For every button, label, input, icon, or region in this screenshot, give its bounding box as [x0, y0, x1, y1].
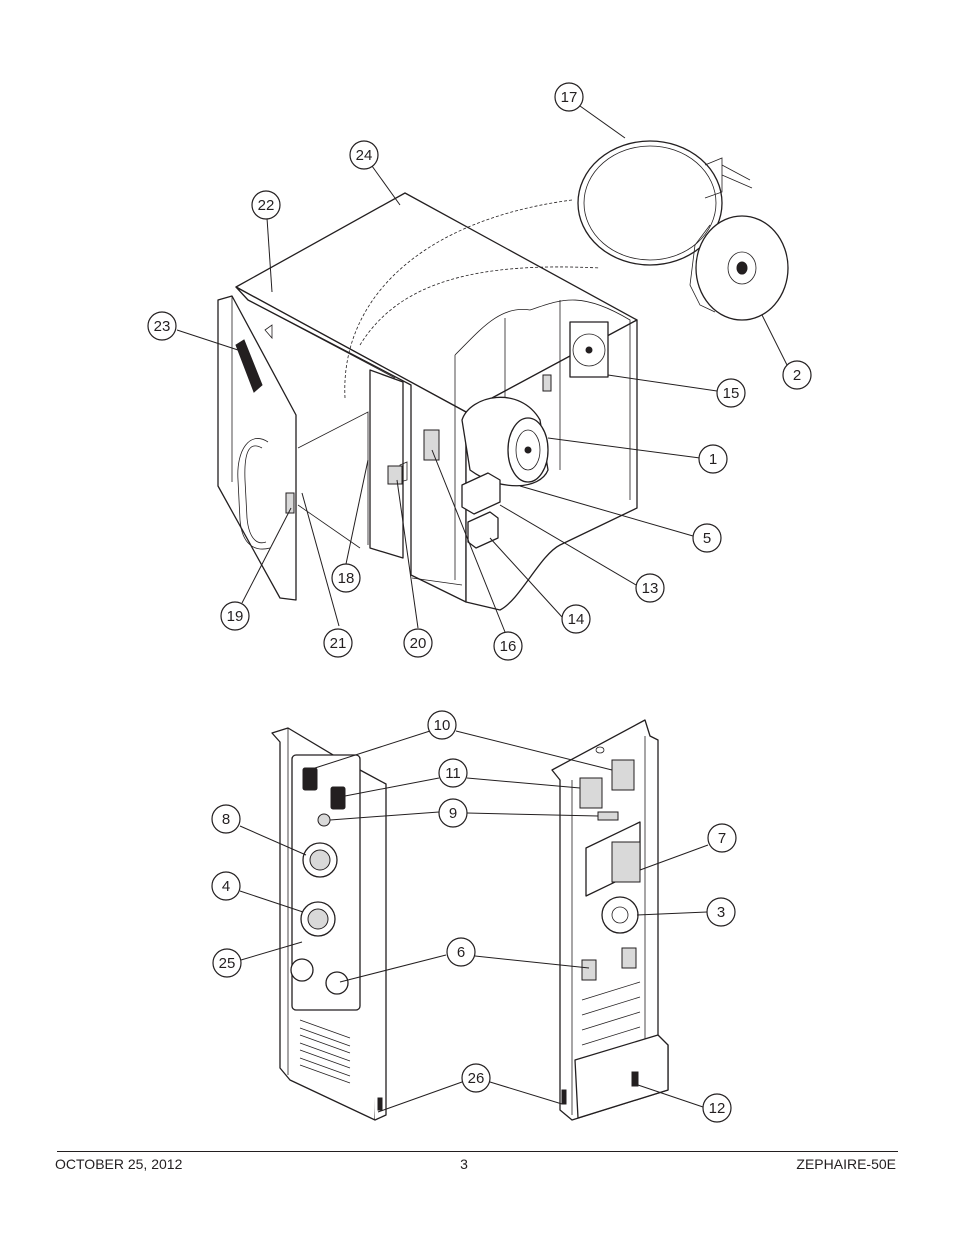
footer-model: ZEPHAIRE-50E [796, 1156, 896, 1172]
rocker-switch-1 [302, 767, 318, 791]
front-control-panel [271, 727, 387, 1121]
interlock [631, 1071, 639, 1087]
callout-4: 4 [211, 871, 241, 901]
callout-11: 11 [438, 758, 468, 788]
rear-switch-1 [611, 759, 635, 791]
oven-door [217, 295, 297, 601]
svg-text:11: 11 [445, 765, 461, 782]
footer-date: OCTOBER 25, 2012 [55, 1156, 183, 1172]
callout-12: 12 [702, 1093, 732, 1123]
door-vent [235, 339, 263, 393]
callout-9: 9 [438, 798, 468, 828]
svg-text:5: 5 [703, 530, 711, 547]
callout-26: 26 [461, 1063, 491, 1093]
door-latch [285, 492, 295, 514]
transformer [611, 841, 641, 883]
button-body-2 [621, 947, 637, 969]
svg-text:17: 17 [561, 89, 578, 106]
footer-page-number: 3 [460, 1156, 468, 1172]
slot-bracket [542, 374, 552, 392]
callout-21: 21 [323, 628, 353, 658]
svg-text:18: 18 [338, 570, 355, 587]
callout-18: 18 [331, 563, 361, 593]
button-body-1 [581, 959, 597, 981]
callout-1: 1 [698, 444, 728, 474]
callout-16: 16 [493, 631, 523, 661]
svg-text:12: 12 [709, 1100, 726, 1117]
callout-8: 8 [211, 804, 241, 834]
svg-text:1: 1 [709, 451, 717, 468]
pilot-light [317, 813, 331, 827]
cooling-fan [569, 321, 609, 378]
svg-text:23: 23 [154, 318, 171, 335]
svg-text:22: 22 [258, 197, 275, 214]
svg-text:4: 4 [222, 878, 230, 895]
svg-text:6: 6 [457, 944, 465, 961]
rear-control-panel [551, 719, 669, 1121]
svg-text:8: 8 [222, 811, 230, 828]
svg-text:14: 14 [568, 611, 585, 628]
door-switch [387, 465, 403, 485]
cabinet-side-cutaway [465, 319, 638, 611]
callout-15: 15 [716, 378, 746, 408]
callout-17: 17 [554, 82, 584, 112]
callout-5: 5 [692, 523, 722, 553]
footer-rule [57, 1151, 898, 1152]
callout-23: 23 [147, 311, 177, 341]
callout-20: 20 [403, 628, 433, 658]
svg-text:13: 13 [642, 580, 659, 597]
svg-text:7: 7 [718, 830, 726, 847]
callout-10: 10 [427, 710, 457, 740]
terminal-block [461, 472, 501, 515]
callout-3: 3 [706, 897, 736, 927]
front-vertical-panel [369, 369, 404, 559]
svg-text:20: 20 [410, 635, 427, 652]
callout-7: 7 [707, 823, 737, 853]
svg-text:3: 3 [717, 904, 725, 921]
thermostat [601, 896, 639, 934]
switch-bracket [423, 429, 440, 461]
callout-24: 24 [349, 140, 379, 170]
bottom-bracket [574, 1034, 669, 1119]
svg-text:25: 25 [219, 955, 236, 972]
svg-text:19: 19 [227, 608, 244, 625]
callout-13: 13 [635, 573, 665, 603]
oven-body-drawing [217, 192, 638, 611]
callout-14: 14 [561, 604, 591, 634]
push-button-2 [325, 971, 349, 995]
callout-6: 6 [446, 937, 476, 967]
callout-2: 2 [782, 360, 812, 390]
leader-lines [176, 105, 788, 1113]
callout-22: 22 [251, 190, 281, 220]
svg-text:2: 2 [793, 367, 801, 384]
callout-25: 25 [212, 948, 242, 978]
blower-wheel [689, 215, 789, 321]
svg-text:10: 10 [434, 717, 451, 734]
svg-text:24: 24 [356, 147, 373, 164]
rocker-switch-2 [330, 786, 346, 810]
push-button-1 [290, 958, 314, 982]
svg-text:15: 15 [723, 385, 740, 402]
svg-text:16: 16 [500, 638, 517, 655]
callout-19: 19 [220, 601, 250, 631]
heating-element [577, 140, 753, 266]
svg-text:21: 21 [330, 635, 347, 652]
svg-text:26: 26 [468, 1070, 485, 1087]
svg-text:9: 9 [449, 805, 457, 822]
rear-switch-2 [579, 777, 603, 809]
